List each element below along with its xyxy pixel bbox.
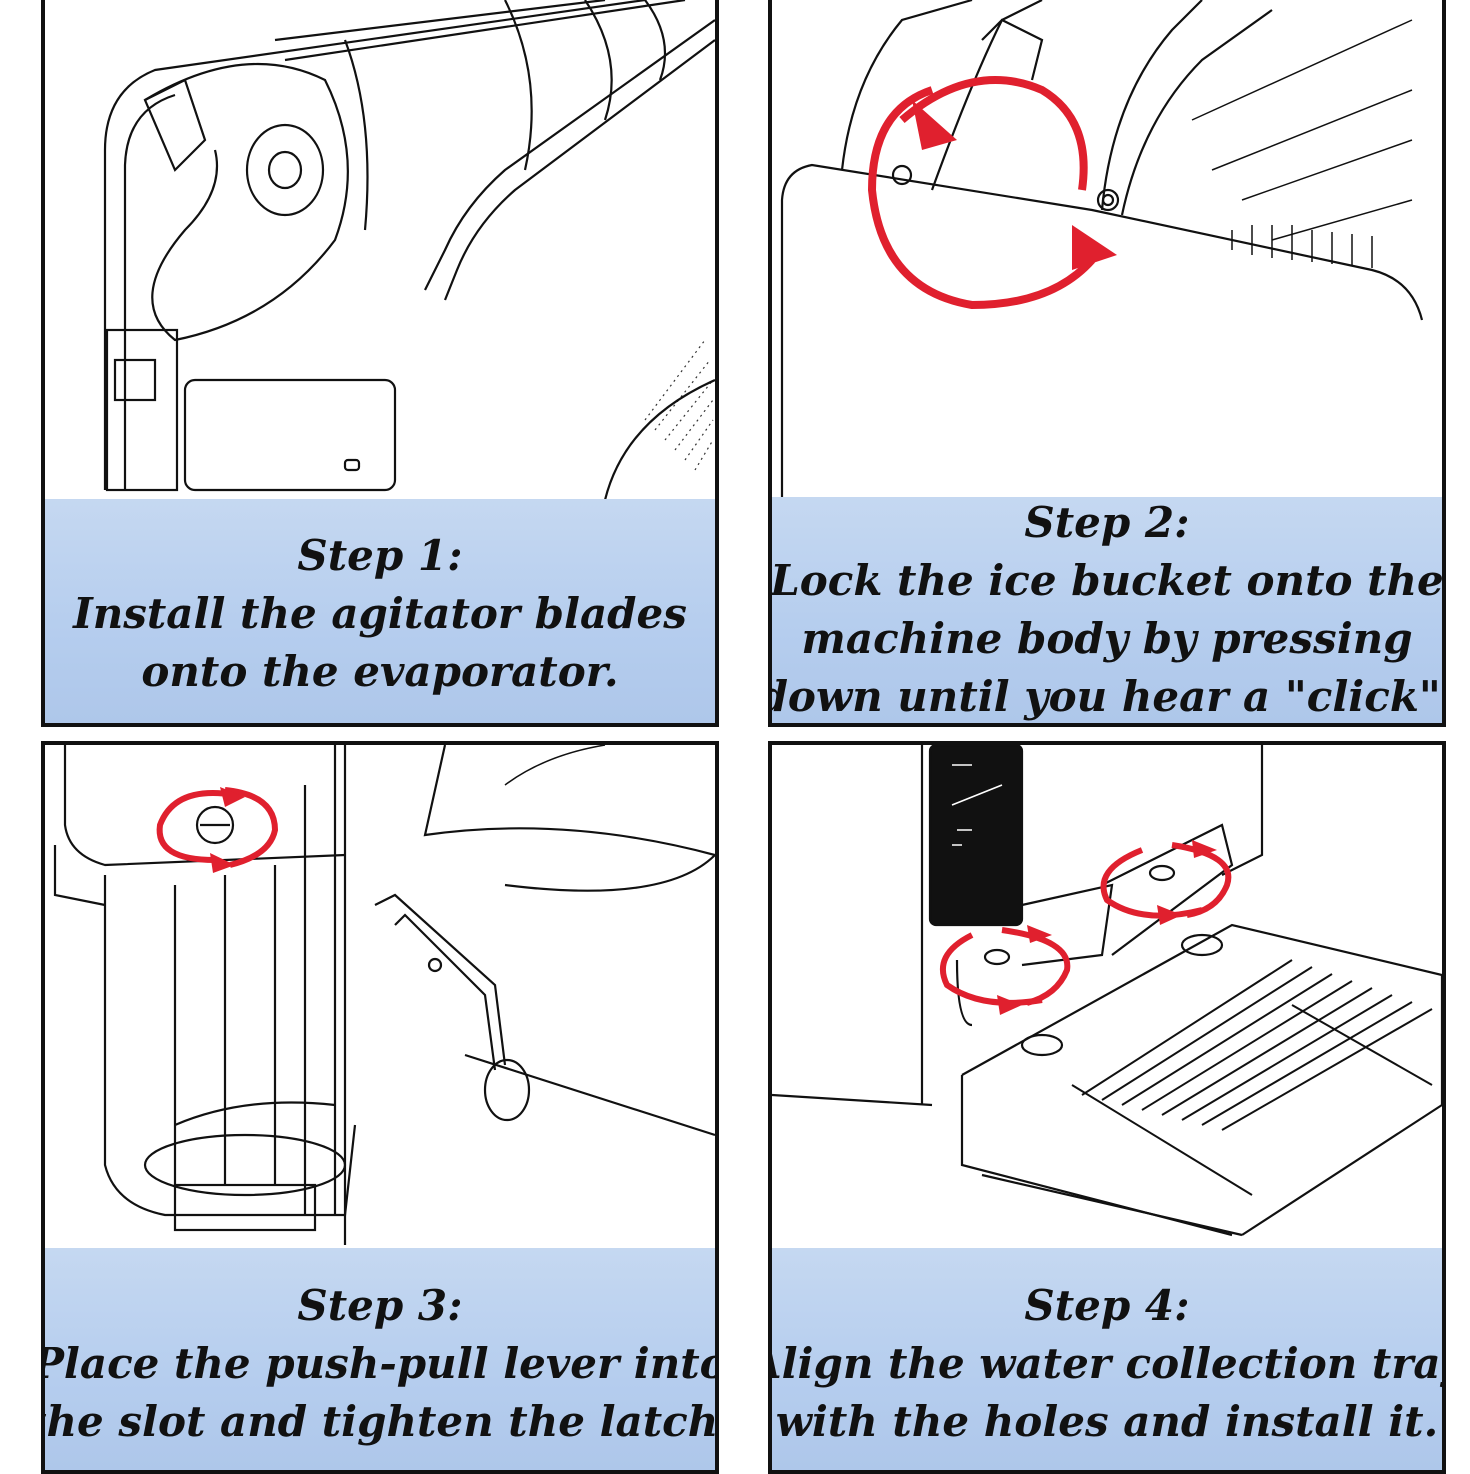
step-1-line-1: Install the agitator blades <box>73 589 687 638</box>
step-1-panel: Step 1: Install the agitator blades onto… <box>41 0 719 727</box>
step-4-caption: Step 4: Align the water collection tray … <box>772 1248 1442 1470</box>
step-1-caption: Step 1: Install the agitator blades onto… <box>45 499 715 723</box>
step-3-line-1: Place the push-pull lever into <box>41 1339 719 1388</box>
step-1-line-2: onto the evaporator. <box>141 647 619 696</box>
step-4-panel: Step 4: Align the water collection tray … <box>768 741 1446 1474</box>
step-2-panel: Step 2: Lock the ice bucket onto the mac… <box>768 0 1446 727</box>
step-4-illustration <box>772 745 1442 1245</box>
step-4-title: Step 4: <box>1024 1281 1190 1330</box>
step-1-illustration <box>45 0 715 500</box>
step-3-title: Step 3: <box>297 1281 463 1330</box>
step-2-line-1: Lock the ice bucket onto the <box>770 556 1444 605</box>
step-3-panel: Step 3: Place the push-pull lever into t… <box>41 741 719 1474</box>
step-2-line-3: down until you hear a "click". <box>768 672 1446 721</box>
step-2-caption: Step 2: Lock the ice bucket onto the mac… <box>772 497 1442 723</box>
step-4-line-2: with the holes and install it. <box>775 1397 1439 1446</box>
step-3-illustration <box>45 745 715 1245</box>
step-3-line-2: the slot and tighten the latch. <box>41 1397 719 1446</box>
step-2-line-2: machine body by pressing <box>801 614 1413 663</box>
step-4-line-1: Align the water collection tray <box>768 1339 1446 1388</box>
step-3-caption: Step 3: Place the push-pull lever into t… <box>45 1248 715 1470</box>
step-2-title: Step 2: <box>1024 498 1190 547</box>
step-1-title: Step 1: <box>297 531 463 580</box>
step-2-illustration <box>772 0 1442 500</box>
